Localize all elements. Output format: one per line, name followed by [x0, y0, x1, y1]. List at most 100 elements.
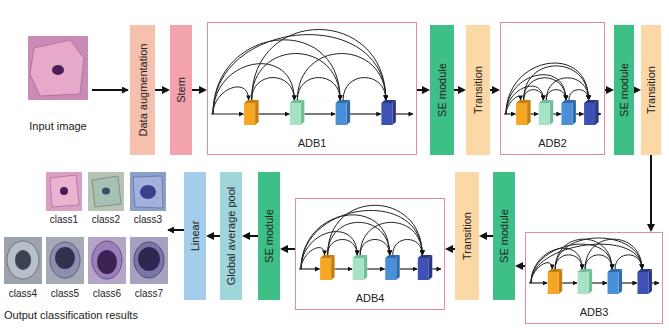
chain-arrow [529, 282, 547, 283]
flow-line [213, 235, 220, 237]
layer-cube [385, 258, 396, 280]
stage-label: SE module [618, 63, 631, 117]
flow-arrow [192, 86, 207, 94]
block-label: ADB3 [526, 306, 662, 319]
layer-cube [381, 103, 392, 125]
stage-label: Transition [461, 212, 474, 260]
chain-arrow [592, 282, 607, 283]
class-label: class7 [135, 287, 163, 300]
layer-cube [353, 258, 364, 280]
arrow-head [633, 86, 641, 94]
layer-cube [320, 255, 335, 258]
layer-cube [336, 103, 347, 125]
input-caption: Input image [29, 120, 86, 133]
dense-connection [393, 239, 423, 255]
stage-label: Data augmentation [136, 44, 149, 137]
chain-arrow [652, 282, 659, 283]
arrow-head [422, 86, 430, 94]
layer-cube [648, 269, 652, 294]
flow-line [650, 155, 652, 225]
layer-cube [418, 255, 433, 258]
arrow-head [479, 232, 487, 240]
layer-cube [290, 100, 305, 103]
flow-line [155, 89, 163, 91]
dense-connection [343, 78, 386, 100]
class-label: class1 [50, 213, 78, 226]
layer-cube [561, 100, 576, 103]
input-cell-image [28, 36, 88, 100]
layer-cube [608, 269, 623, 272]
block-label: ADB1 [208, 137, 416, 150]
layer-cube [637, 272, 648, 294]
block-label: ADB2 [501, 137, 604, 150]
stage-label: Transition [472, 66, 485, 114]
flow-line [192, 89, 200, 91]
stage-label: Stem [175, 77, 188, 103]
layer-cube [637, 269, 652, 272]
layer-cube [584, 103, 595, 125]
dense-block-illustration [501, 23, 604, 154]
chain-arrow [350, 113, 381, 114]
layer-cube [301, 100, 305, 125]
stage-bar: Global average pool [220, 172, 242, 300]
arrow-head [162, 86, 170, 94]
layer-cube [347, 100, 351, 125]
layer-cube [244, 103, 255, 125]
layer-cube [244, 100, 259, 103]
chain-arrow [432, 268, 441, 269]
layer-cube [619, 269, 623, 294]
layer-cube [418, 258, 429, 280]
dense-connection [328, 205, 423, 255]
chain-arrow [299, 268, 320, 269]
arrow-head [492, 86, 500, 94]
layer-cube [548, 272, 559, 294]
stage-bar: SE module [614, 25, 634, 155]
flow-arrow [155, 86, 170, 94]
block-label: ADB4 [296, 292, 444, 305]
class-label: class6 [93, 287, 121, 300]
chain-arrow [504, 113, 516, 114]
layer-cube [516, 100, 531, 103]
chain-arrow [562, 282, 577, 283]
stage-label: Linear [189, 221, 202, 252]
flow-arrow [242, 232, 258, 240]
dense-connection [252, 78, 295, 100]
dense-connection [360, 239, 390, 255]
layer-cube [320, 258, 331, 280]
dense-connection [555, 238, 642, 269]
chain-arrow [599, 113, 601, 114]
class-label: class2 [92, 213, 120, 226]
dense-connection [524, 78, 566, 100]
flow-arrow [633, 86, 641, 94]
flow-arrow [647, 155, 655, 232]
dense-connection [524, 66, 589, 100]
flow-line [249, 235, 258, 237]
dense-connection [569, 90, 589, 100]
layer-cube [255, 100, 259, 125]
dense-connection [546, 90, 566, 100]
layer-cube [578, 272, 589, 294]
layer-cube [559, 269, 563, 294]
arrow-head [647, 224, 655, 232]
chain-arrow [211, 113, 244, 114]
layer-cube [539, 100, 554, 103]
arrow-head [242, 232, 250, 240]
layer-cube [392, 100, 396, 125]
stage-bar: Linear [184, 172, 206, 300]
chain-arrow [396, 113, 413, 114]
stage-label: SE module [436, 63, 449, 117]
layer-cube [584, 100, 599, 103]
chain-arrow [259, 113, 290, 114]
flow-line [486, 235, 493, 237]
chain-arrow [553, 113, 561, 114]
layer-cube [516, 103, 527, 125]
stage-bar: Data augmentation [130, 25, 155, 155]
flow-arrow [490, 86, 500, 94]
dense-connection [615, 255, 642, 269]
dense-connection [213, 40, 340, 114]
dense-connection [555, 239, 612, 269]
stage-bar: Stem [170, 25, 192, 155]
dense-block: ADB3 [525, 232, 663, 324]
class-label: class3 [134, 213, 162, 226]
dense-block: ADB1 [207, 22, 417, 155]
